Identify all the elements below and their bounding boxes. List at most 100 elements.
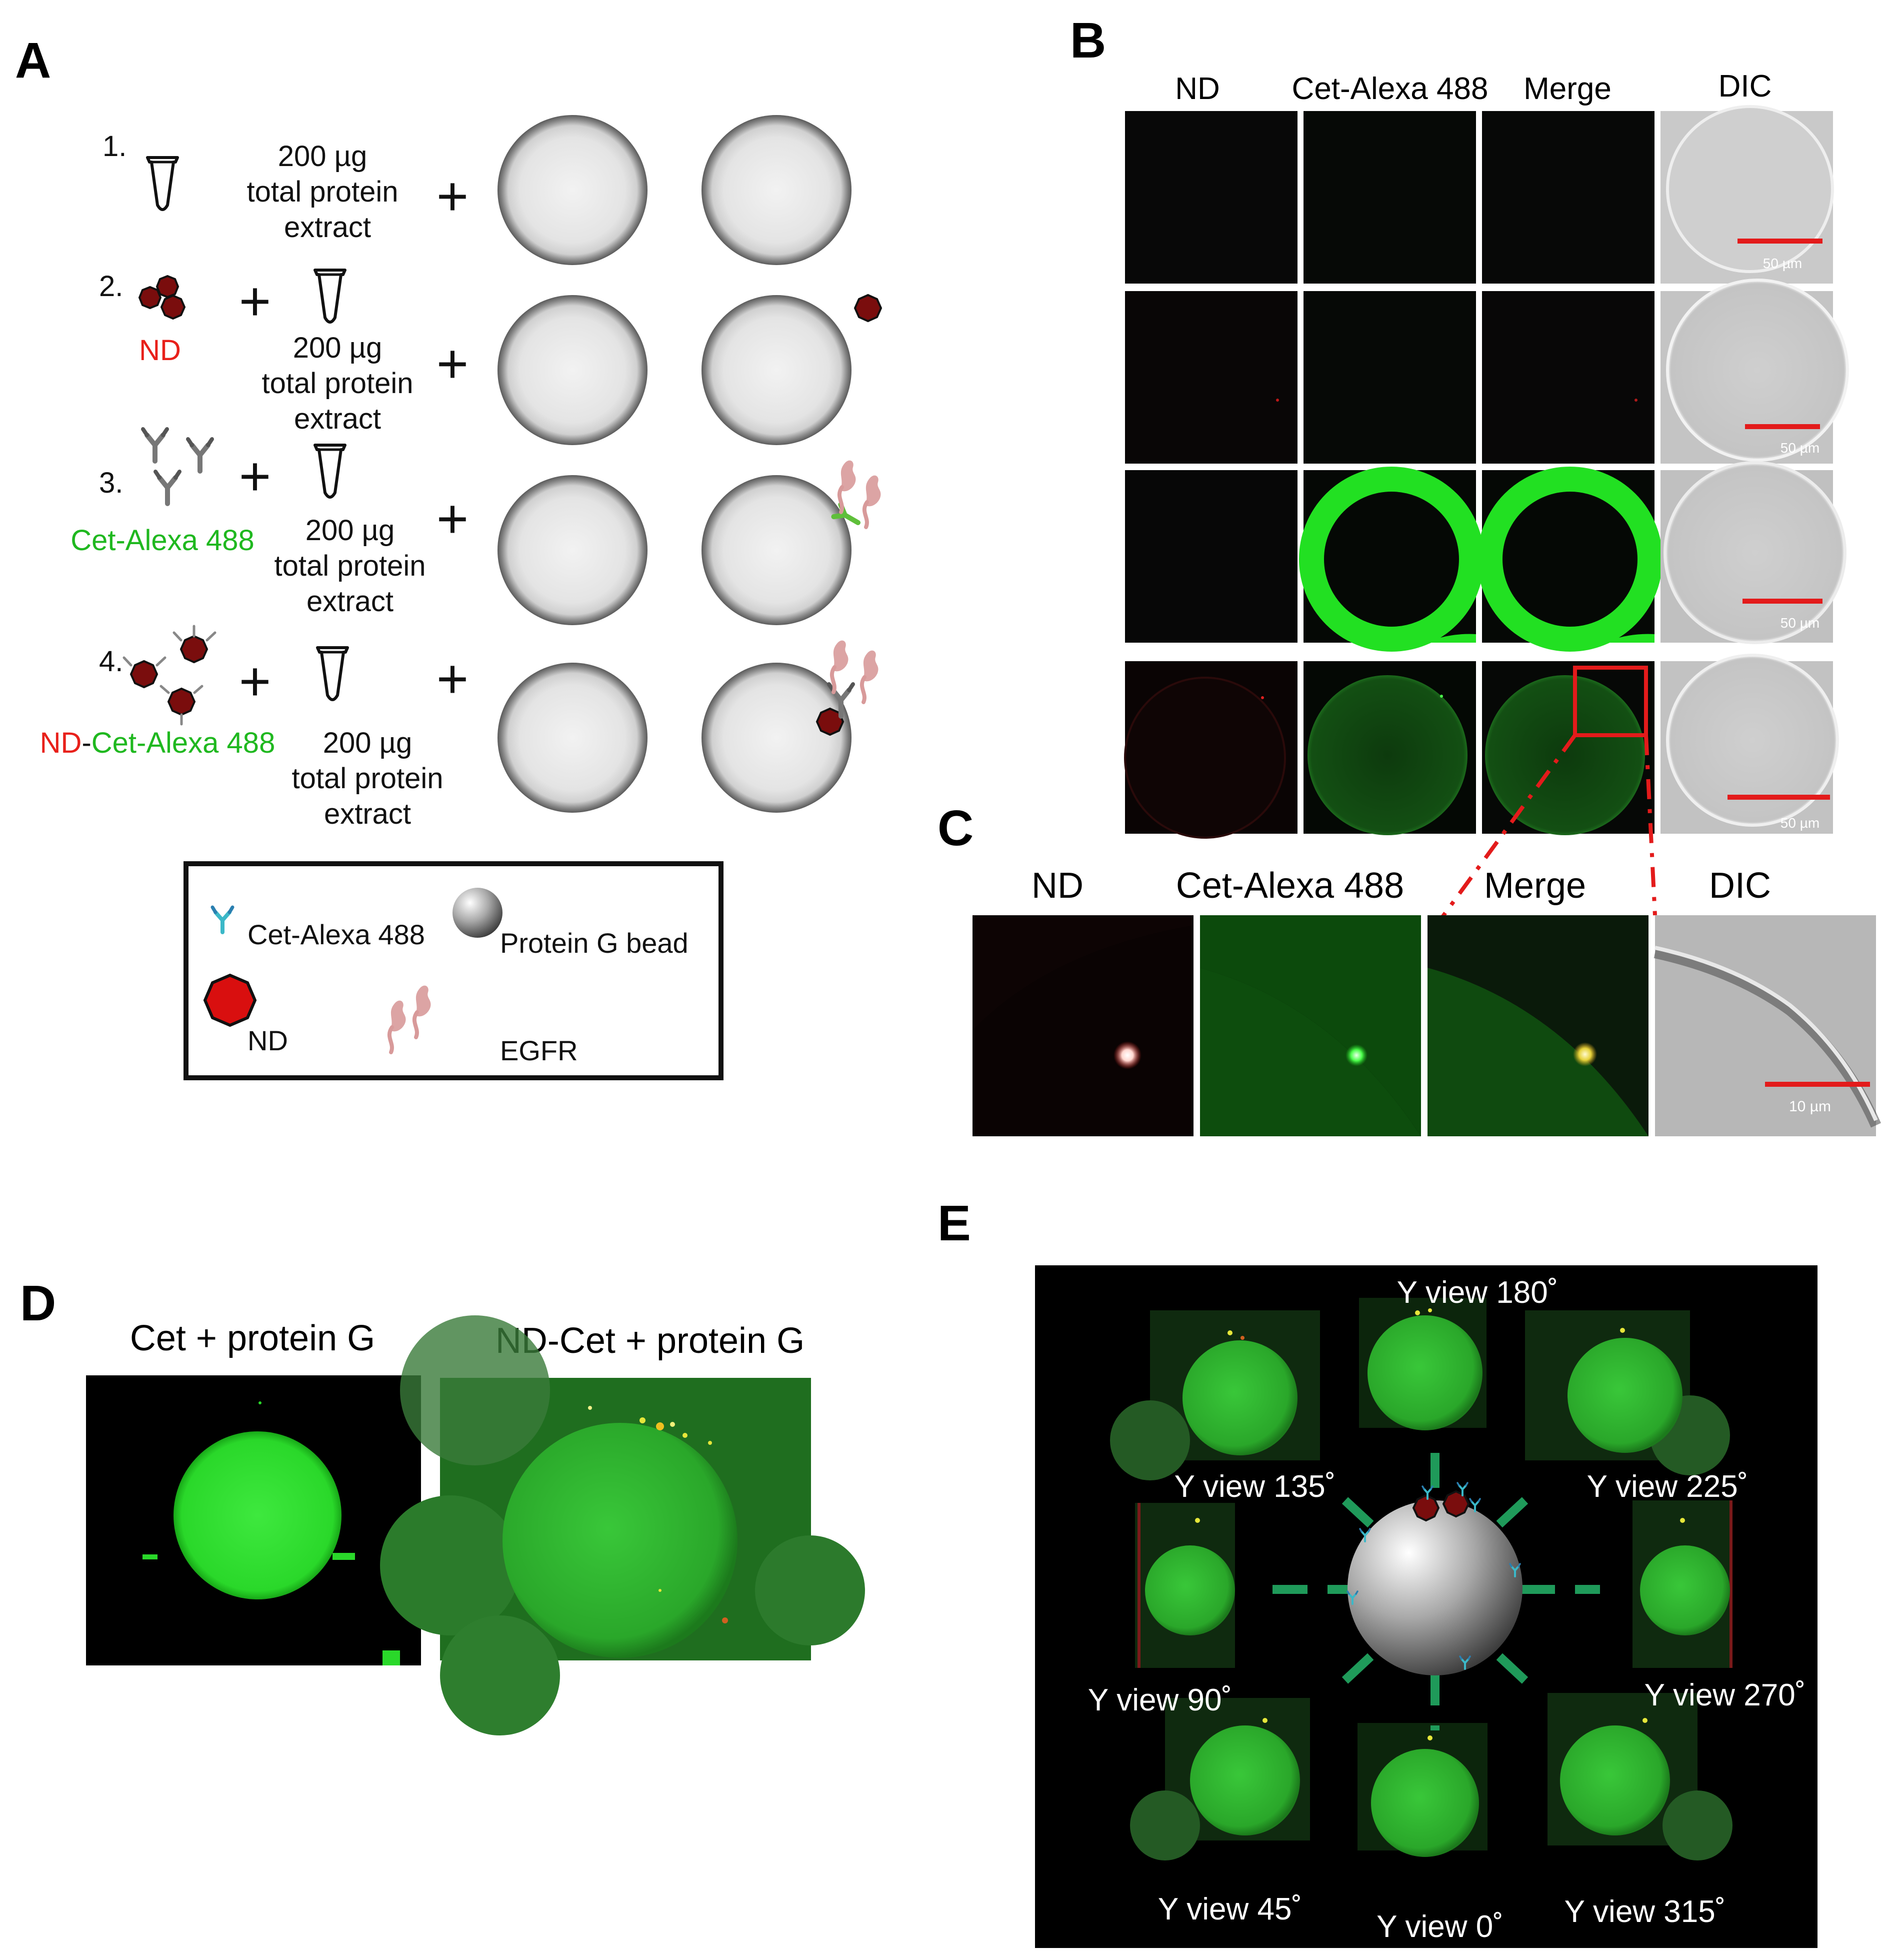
micrograph-cet-protein-g bbox=[86, 1375, 421, 1665]
row-number: 2. bbox=[99, 270, 123, 303]
panel-c: ND Cet-Alexa 488 Merge DIC 10 µm bbox=[972, 866, 1882, 1136]
merge-signal-spot bbox=[1634, 399, 1638, 402]
scale-bar-label: 50 µm bbox=[1780, 440, 1820, 456]
bead-icon bbox=[498, 115, 648, 265]
panel-e: Y view 180˚ Y view 135˚ Y view 225˚ Y vi… bbox=[1035, 1265, 1818, 1948]
rotation-spokes bbox=[1272, 1453, 1600, 1730]
micrograph-merge bbox=[1478, 467, 1662, 652]
view-label-225: Y view 225˚ bbox=[1587, 1469, 1748, 1504]
tube-icon bbox=[318, 648, 348, 700]
micrograph-cet bbox=[1304, 661, 1476, 835]
nd-particle-icon bbox=[1412, 1494, 1440, 1522]
scale-bar-label: 50 µm bbox=[1780, 815, 1820, 831]
panel-a-legend: Cet-Alexa 488 Protein G bead ND EGFR bbox=[184, 861, 724, 1080]
plus-sign: + bbox=[239, 446, 271, 507]
reagent-label-nd: ND bbox=[139, 334, 181, 367]
view-label-0: Y view 0˚ bbox=[1376, 1909, 1504, 1944]
plus-sign: + bbox=[436, 648, 468, 710]
legend-egfr: EGFR bbox=[500, 1035, 578, 1066]
view-label-45: Y view 45˚ bbox=[1158, 1892, 1302, 1926]
micrograph-dic: 50 µm bbox=[1660, 654, 1839, 834]
bead-legend-icon bbox=[452, 888, 502, 938]
row-3: 3. Cet-Alexa 488 + 200 µg total protein … bbox=[70, 429, 880, 625]
micrograph-nd bbox=[1125, 470, 1298, 643]
protein-line: total protein bbox=[246, 176, 398, 208]
panel-b: ND Cet-Alexa 488 Merge DIC 50 µm 50 µm bbox=[1124, 69, 1849, 922]
view-label-135: Y view 135˚ bbox=[1174, 1469, 1336, 1504]
panel-d-left-title: Cet + protein G bbox=[130, 1318, 375, 1358]
egfr-icon bbox=[832, 641, 848, 692]
micrograph-nd bbox=[1125, 291, 1298, 464]
view-tile-90 bbox=[1135, 1503, 1235, 1668]
nd-antibody-cluster-icon bbox=[122, 625, 216, 726]
row-number: 3. bbox=[99, 467, 123, 499]
scale-bar-label: 50 µm bbox=[1780, 615, 1820, 631]
protein-line: 200 µg bbox=[323, 727, 412, 759]
row-number: 4. bbox=[99, 645, 123, 678]
column-header-nd: ND bbox=[1175, 72, 1220, 106]
protein-line: total protein bbox=[292, 762, 443, 795]
protein-line: extract bbox=[324, 798, 411, 830]
protein-line: total protein bbox=[274, 550, 426, 582]
zoom-region-box bbox=[1573, 666, 1648, 737]
row-2: 2. ND + 200 µg total protein extract + bbox=[99, 270, 882, 445]
plus-sign: + bbox=[239, 651, 271, 712]
panel-letter-d: D bbox=[20, 1275, 56, 1331]
nd-particle-icon bbox=[816, 707, 844, 736]
view-tile-135 bbox=[1110, 1310, 1320, 1480]
view-tile-225 bbox=[1525, 1310, 1730, 1475]
protein-line: 200 µg bbox=[293, 332, 382, 364]
view-tile-270 bbox=[1632, 1500, 1732, 1668]
micrograph-merge bbox=[1482, 661, 1654, 835]
nd-particle-icon bbox=[1442, 1490, 1470, 1518]
micrograph-merge bbox=[1482, 291, 1654, 464]
reagent-label-cet: Cet-Alexa 488 bbox=[70, 524, 254, 557]
panel-letter-a: A bbox=[15, 33, 51, 89]
panel-d-right-title: ND-Cet + protein G bbox=[496, 1321, 804, 1361]
panel-letter-c: C bbox=[938, 800, 974, 856]
micrograph-cet bbox=[1200, 915, 1421, 1136]
column-header-cet: Cet-Alexa 488 bbox=[1176, 866, 1404, 906]
reagent-label-cet-part: Cet-Alexa 488 bbox=[92, 727, 276, 759]
column-header-dic: DIC bbox=[1718, 69, 1772, 104]
egfr-icon bbox=[864, 476, 881, 527]
micrograph-cet bbox=[1299, 467, 1484, 652]
micrograph-nd bbox=[1125, 111, 1298, 284]
antibody-icon bbox=[143, 429, 167, 461]
egfr-icon bbox=[840, 461, 856, 512]
plus-sign: + bbox=[436, 166, 468, 227]
central-bead-schematic bbox=[1346, 1482, 1522, 1675]
view-tile-180 bbox=[1359, 1298, 1486, 1430]
view-label-180: Y view 180˚ bbox=[1397, 1275, 1558, 1310]
panel-d: Cet + protein G ND-Cet + protein G bbox=[86, 1315, 865, 1735]
legend-antibody: Cet-Alexa 488 bbox=[248, 919, 425, 950]
nd-signal-spot bbox=[1276, 399, 1279, 402]
protein-line: 200 µg bbox=[306, 514, 395, 547]
micrograph-merge bbox=[1428, 915, 1648, 1136]
bead-icon bbox=[702, 475, 852, 625]
micrograph-cet bbox=[1304, 111, 1476, 284]
row-1: 1. 200 µg total protein extract + bbox=[102, 115, 852, 265]
tube-icon bbox=[315, 270, 345, 322]
micrograph-dic: 10 µm bbox=[1654, 915, 1882, 1136]
zoom-connector-line bbox=[1438, 734, 1577, 922]
protein-line: 200 µg bbox=[278, 140, 368, 173]
micrograph-dic: 50 µm bbox=[1660, 105, 1834, 284]
reagent-label-nd-cet: ND-Cet-Alexa 488 bbox=[40, 727, 276, 759]
plus-sign: + bbox=[436, 488, 468, 550]
plus-sign: + bbox=[436, 333, 468, 395]
bead-icon bbox=[702, 295, 852, 445]
micrograph-nd-cet-protein-g bbox=[380, 1315, 865, 1735]
bead-icon bbox=[498, 475, 648, 625]
view-label-270: Y view 270˚ bbox=[1644, 1678, 1806, 1712]
protein-line: extract bbox=[294, 403, 381, 435]
column-header-nd: ND bbox=[1032, 866, 1084, 906]
micrograph-dic: 50 µm bbox=[1660, 461, 1846, 644]
tube-icon bbox=[148, 158, 178, 210]
zoom-connector-line bbox=[1644, 735, 1657, 916]
row-4: 4. ND-Cet-Alexa 488 + 200 µg total prote… bbox=[40, 625, 878, 830]
egfr-icon bbox=[862, 651, 878, 702]
view-tile-0 bbox=[1358, 1723, 1488, 1857]
panel-letter-b: B bbox=[1070, 13, 1106, 69]
protein-line: extract bbox=[306, 585, 394, 618]
